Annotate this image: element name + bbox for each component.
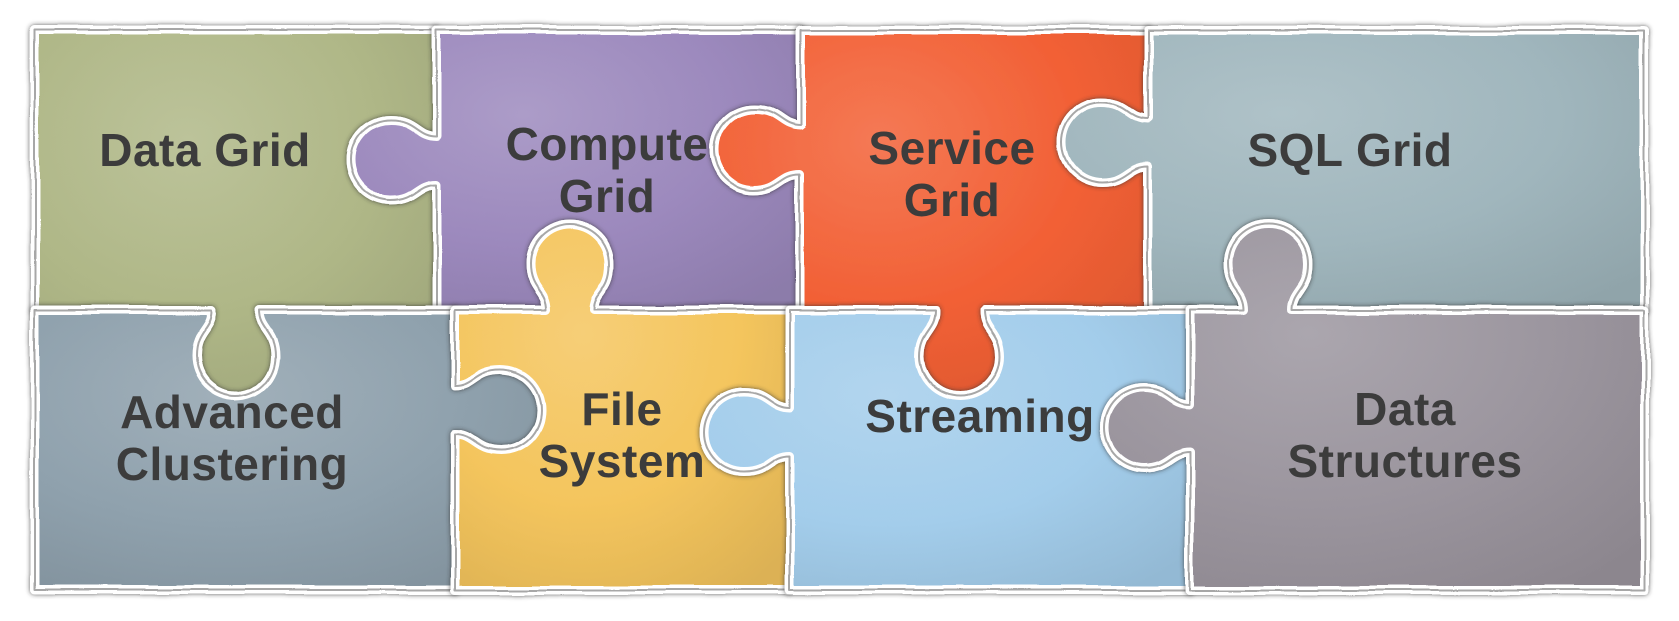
piece-label-line: Service: [868, 122, 1035, 174]
piece-label-line: Data Grid: [99, 124, 311, 176]
piece-outline-data-structures: [1103, 223, 1646, 591]
piece-label-streaming: Streaming: [865, 390, 1094, 442]
piece-label-line: Advanced: [120, 386, 344, 438]
piece-label-line: System: [539, 435, 706, 487]
piece-label-data-grid: Data Grid: [99, 124, 311, 176]
puzzle-piece-data-structures: [1099, 219, 1650, 595]
piece-label-line: Structures: [1287, 435, 1522, 487]
piece-label-line: Clustering: [116, 438, 348, 490]
piece-label-line: File: [581, 383, 662, 435]
piece-label-line: Grid: [559, 170, 656, 222]
piece-label-line: SQL Grid: [1247, 124, 1452, 176]
piece-label-sql-grid: SQL Grid: [1247, 124, 1452, 176]
piece-label-line: Data: [1354, 383, 1456, 435]
piece-label-line: Compute: [506, 118, 709, 170]
piece-label-line: Streaming: [865, 390, 1094, 442]
piece-label-line: Grid: [904, 174, 1001, 226]
